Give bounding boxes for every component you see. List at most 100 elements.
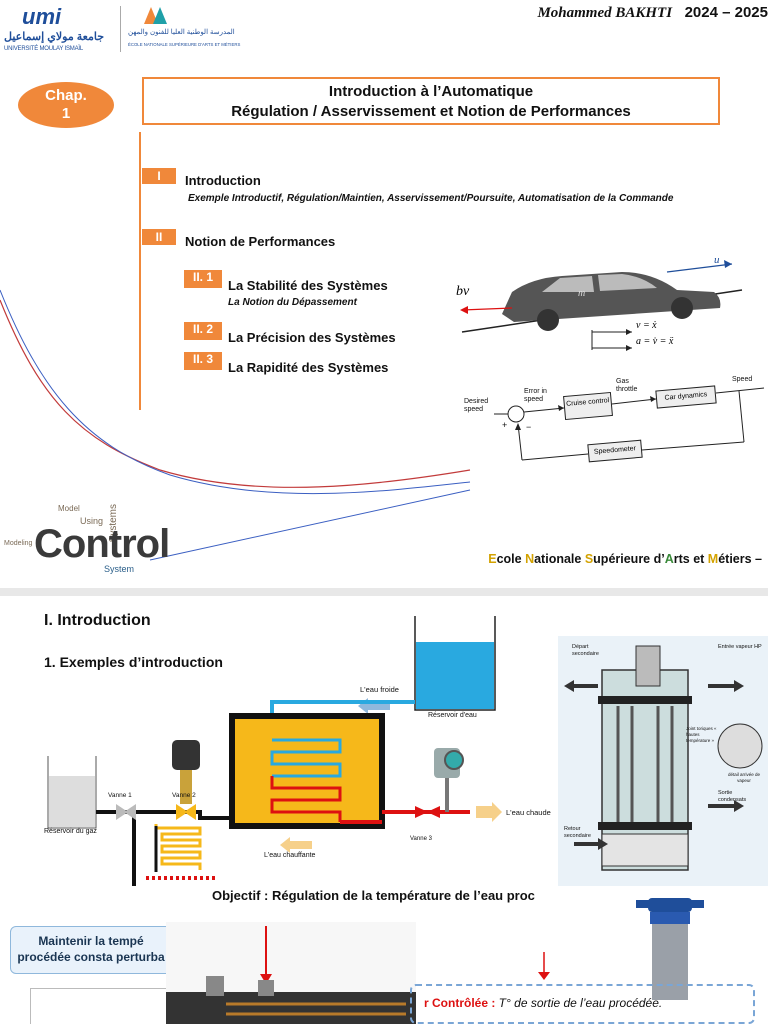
slide-2: I. Introduction 1. Exemples d’introducti… [0, 596, 768, 1024]
mini-graph [30, 988, 172, 1024]
cloud-word-control: Control [34, 522, 170, 566]
goal-info-box: Maintenir la tempé procédée consta pertu… [10, 926, 172, 974]
solenoid-valve [172, 740, 200, 770]
letter-s: S [584, 552, 594, 566]
heater-box [229, 713, 385, 829]
label-sortie-condensats: Sortie condensats [718, 790, 747, 803]
car-diagram: bv u m v = ẋ a = v̇ = ẍ [452, 250, 752, 365]
header-author-year: Mohammed BAKHTI 2024 – 2025 [537, 4, 768, 22]
objectif-body: Régulation de la température de l’eau pr… [268, 888, 535, 903]
word-ationale: ationale [534, 552, 585, 566]
ensam-logo: المدرسة الوطنية العليا للفنون والمهن ÉCO… [128, 4, 258, 54]
label-eau-froide: L'eau froide [360, 685, 399, 694]
section-1-title: Introduction [185, 173, 261, 188]
author-name: Mohammed BAKHTI [537, 5, 673, 21]
control-word-cloud: Model Using Systems Modeling Control Sys… [4, 500, 170, 578]
section-2-number: II [142, 229, 176, 245]
gas-tank-fill [49, 776, 95, 827]
desired-speed-label: Desired speed [464, 398, 489, 413]
section-1-subtitle: Exemple Introductif, Régulation/Maintien… [188, 193, 674, 204]
front-wheel [671, 297, 693, 319]
letter-m: M [707, 552, 719, 566]
word-etiers: étiers – [718, 552, 762, 566]
label-eau-chauffante: L'eau chauffante [264, 852, 316, 859]
slide-title-box: Introduction à l’Automatique Régulation … [142, 77, 720, 125]
m-label: m [578, 288, 586, 299]
slide-2-title: I. Introduction [44, 612, 151, 629]
label-vanne-2: Vanne 2 [172, 792, 196, 799]
word-rts: rts et [673, 552, 708, 566]
controlled-label: r Contrôlée : [424, 996, 496, 1010]
controlled-variable-box: r Contrôlée : T° de sortie de l’eau proc… [410, 984, 755, 1024]
letter-e: E [488, 552, 497, 566]
label-retour-secondaire: Retour secondaire [564, 826, 591, 839]
water-tank-fill [416, 642, 494, 709]
bv-label: bv [456, 284, 470, 299]
chapter-badge: Chap. 1 [18, 82, 114, 128]
block-diagram-lines [494, 387, 765, 461]
tube-heat-exchanger-image [166, 922, 416, 1024]
section-1-number: I [142, 168, 176, 184]
item-1-number: II. 1 [184, 270, 222, 288]
umi-mark: umi [22, 4, 62, 29]
item-2-title: La Précision des Systèmes [228, 330, 396, 345]
umi-logo: umi جامعة مولاي إسماعيل UNIVERSITÉ MOULA… [4, 4, 116, 56]
footer-school-name: Ecole Nationale Supérieure d’Arts et Mét… [488, 552, 762, 566]
cloud-word-model: Model [58, 504, 80, 513]
item-3-title: La Rapidité des Systèmes [228, 360, 389, 375]
separator-vessel-image [636, 898, 704, 1000]
section-2-title: Notion de Performances [185, 234, 336, 249]
plus-sign: + [502, 420, 508, 430]
error-in-speed-label: Error in speed [524, 388, 547, 403]
exchanger-cross-section [564, 645, 763, 871]
objectif-text: Objectif : Régulation de la température … [212, 888, 535, 903]
umi-arabic: جامعة مولاي إسماعيل [4, 31, 105, 43]
red-curve [0, 299, 471, 488]
label-reservoir-gaz: Réservoir du gaz [44, 828, 97, 835]
cloud-word-system: System [104, 564, 135, 574]
label-entree-vapeur: Entrée vapeur HP [718, 644, 762, 650]
rear-wheel [537, 309, 559, 331]
item-1-subtitle: La Notion du Dépassement [228, 297, 357, 308]
item-1-title: La Stabilité des Systèmes [228, 278, 388, 293]
item-2-number: II. 2 [184, 322, 222, 340]
red-arrow-down-icon [538, 952, 550, 980]
cloud-word-modeling: Modeling [4, 540, 33, 547]
cruise-block-diagram: Desired speed Error in speed Gas throttl… [464, 372, 768, 468]
eq-acceleration: a = v̇ = ẍ [636, 336, 674, 347]
cruise-control-block: Cruise control [563, 391, 613, 421]
label-depart-secondaire: Départ secondaire [572, 644, 599, 657]
item-3-number: II. 3 [184, 352, 222, 370]
minus-sign: − [526, 422, 532, 432]
background-curves [0, 289, 471, 561]
heating-process-schematic [47, 616, 502, 886]
ensam-mark-icon [144, 7, 167, 24]
outline-vertical-line [139, 132, 141, 410]
label-vanne-3: Vanne 3 [410, 836, 432, 842]
blue-curve [0, 289, 471, 495]
controlled-text: T° de sortie de l’eau procédée. [495, 996, 663, 1010]
word-cole: cole [496, 552, 526, 566]
label-detail-vapeur: détail arrivée de vapeur [727, 772, 761, 783]
label-eau-chaude: L'eau chaude [506, 808, 551, 817]
car-illustration [460, 260, 743, 351]
cloud-word-using: Using [80, 516, 104, 526]
umi-latin: UNIVERSITÉ MOULAY ISMAÏL [4, 46, 83, 52]
label-reservoir-eau: Réservoir d'eau [428, 712, 477, 719]
blue-line [149, 489, 471, 561]
slide-separator [0, 588, 768, 596]
heat-exchanger-drawing: Départ secondaire Entrée vapeur HP Joint… [558, 636, 768, 886]
title-line-1: Introduction à l’Automatique [328, 83, 534, 100]
u-label: u [714, 254, 720, 266]
letter-n: N [525, 552, 535, 566]
gas-throttle-label: Gas throttle [616, 378, 638, 393]
label-joints: Joint toriques « hautes température » [686, 726, 717, 743]
slide-2-subtitle: 1. Exemples d’introduction [44, 654, 223, 670]
chapter-number: 1 [61, 105, 71, 122]
slide-1: umi جامعة مولاي إسماعيل UNIVERSITÉ MOULA… [0, 4, 768, 578]
ensam-arabic: المدرسة الوطنية العليا للفنون والمهن [128, 29, 235, 36]
letter-a: A [664, 552, 674, 566]
academic-year: 2024 – 2025 [684, 4, 768, 21]
word-uperieure: upérieure d’ [593, 552, 665, 566]
logo-divider [120, 6, 121, 52]
